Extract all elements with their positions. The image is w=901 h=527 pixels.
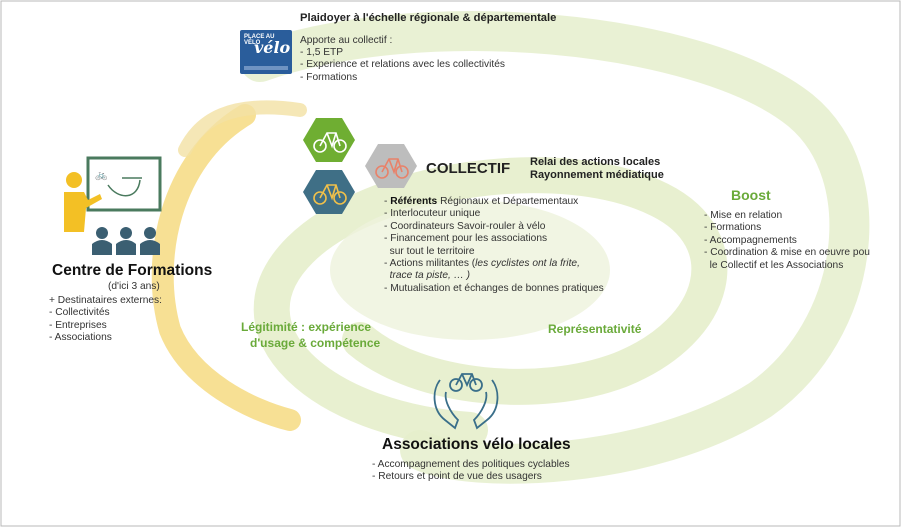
centre-title: Centre de Formations [52,262,213,279]
centre-item: + Destinataires externes: [49,295,162,306]
collectif-title: COLLECTIF [426,160,511,177]
presenter-icon: 🚲 [64,156,162,232]
associations-title: Associations vélo locales [382,436,571,453]
associations-list: - Accompagnement des politiques cyclable… [372,459,570,484]
centre-item: - Associations [49,332,112,344]
boost-title: Boost [731,187,771,203]
plaidoyer-item: - Experience et relations avec les colle… [300,59,505,71]
place-au-velo-logo: PLACE AU VÉLO vélo [240,30,292,74]
outer-green-spiral [240,11,870,484]
collectif-militantes-line: - Actions militantes (les cyclistes ont … [384,258,580,270]
boost-list: - Mise en relation - Formations - Accomp… [704,210,870,272]
centre-list: + Destinataires externes: - Collectivité… [49,295,162,345]
referents-line: - Référents Régionaux et Départementaux [384,196,579,207]
logo-velo-mark: vélo [254,38,291,57]
yellow-spiral [151,104,301,431]
collectif-item: trace ta piste, … ) [384,270,471,282]
boost-item: - Coordination & mise en oeuvre pou [704,247,870,259]
plaidoyer-list: - 1,5 ETP - Experience et relations avec… [300,47,505,84]
representativite-label: Représentativité [548,322,642,336]
boost-item: - Formations [704,222,762,234]
boost-item: - Accompagnements [704,234,797,246]
svg-text:🚲: 🚲 [95,170,107,181]
logo-text: PLACE AU VÉLO [244,34,275,46]
collectif-item: - Mutualisation et échanges de bonnes pr… [384,282,604,294]
collectif-item: - Interlocuteur unique [384,208,481,220]
hexagon-gray-bike [365,144,417,188]
hexagon-green-bike [303,118,355,162]
centre-subtitle: (d'ici 3 ans) [108,281,160,292]
boost-item: - Mise en relation [704,210,783,221]
referents-bold: Référents [390,196,438,207]
hands-bike-icon [433,373,499,430]
associations-item: - Accompagnement des politiques cyclable… [372,459,570,470]
plaidoyer-item: - 1,5 ETP [300,47,344,58]
audience-people-icon [92,227,160,255]
collectif-relai: Relai des actions locales [530,156,661,168]
collectif-list: - Référents Régionaux et Départementaux … [384,196,604,295]
collectif-item: - Coordinateurs Savoir-rouler à vélo [384,220,546,232]
logo-bar [244,66,288,70]
plaidoyer-item: - Formations [300,71,358,83]
center-green-blob [330,200,610,340]
collectif-rayonnement: Rayonnement médiatique [530,169,664,181]
plaidoyer-intro: Apporte au collectif : [300,35,393,46]
boost-item: le Collectif et les Associations [704,259,844,271]
centre-item: - Entreprises [49,319,107,331]
plaidoyer-title: Plaidoyer à l'échelle régionale & départ… [300,12,557,24]
inner-green-spiral [253,157,728,448]
referents-rest: Régionaux et Départementaux [437,196,579,207]
legitimite-line1: Légitimité : expérience [241,320,372,334]
collectif-item: sur tout le territoire [384,245,475,257]
legitimite-line2: d'usage & compétence [250,336,381,350]
militantes-italic: les cyclistes ont la frite, [475,258,580,270]
collectif-item: - Financement pour les associations [384,233,548,245]
centre-item: - Collectivités [49,307,110,319]
yellow-spiral-top [178,100,307,157]
associations-item: - Retours et point de vue des usagers [372,471,542,483]
hexagon-blue-bike [303,170,355,214]
